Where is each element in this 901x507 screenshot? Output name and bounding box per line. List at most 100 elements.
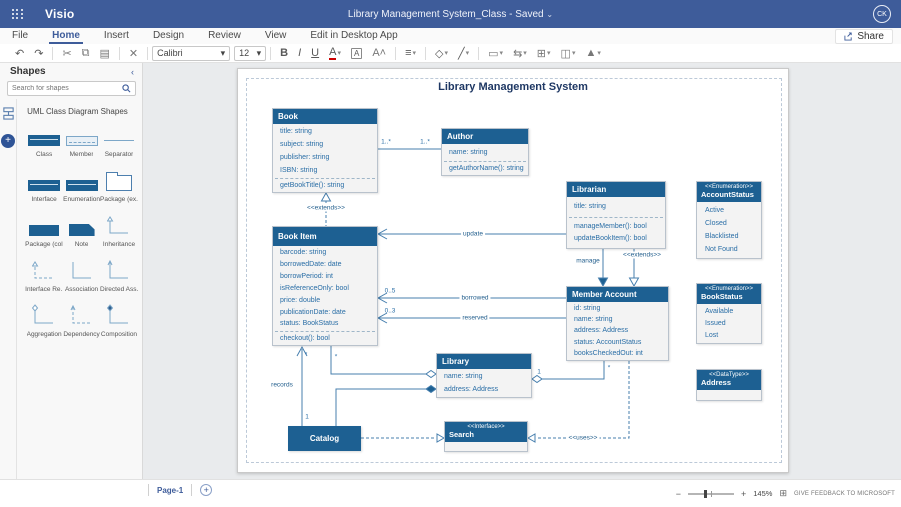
diagram-title[interactable]: Library Management System	[438, 81, 588, 93]
tab-home[interactable]: Home	[40, 28, 92, 44]
group-button[interactable]: ⊞▾	[536, 47, 551, 60]
account-avatar[interactable]: CK	[873, 5, 891, 23]
connector-library-bookitem[interactable]	[330, 346, 426, 375]
chevron-down-icon: ▾	[256, 47, 262, 58]
italic-button[interactable]: I	[298, 47, 302, 59]
arrange-button[interactable]: ◫▾	[560, 47, 576, 60]
open-arrow	[376, 312, 388, 324]
stencil-icon[interactable]	[2, 107, 15, 120]
line-icon: ╱	[458, 47, 465, 60]
shape-directed-association[interactable]: Directed Ass...	[100, 259, 138, 293]
app-launcher-icon[interactable]	[12, 8, 23, 20]
shape-interface-realization[interactable]: Interface Re...	[25, 259, 63, 293]
class-library[interactable]: Library name: string address: Address	[436, 353, 532, 398]
shape-outline-button[interactable]: ╱▾	[458, 47, 470, 60]
class-catalog[interactable]: Catalog	[288, 426, 361, 451]
shape-package-collapsed[interactable]: Package (col...	[25, 214, 63, 248]
package-collapsed-icon	[29, 225, 60, 236]
underline-button[interactable]: U	[311, 47, 320, 59]
save-status[interactable]: Saved	[515, 8, 544, 20]
connector-library-member[interactable]	[542, 361, 605, 380]
drawing-canvas[interactable]: Library Management System	[143, 63, 901, 479]
tab-review[interactable]: Review	[208, 30, 241, 41]
shape-association[interactable]: Association	[63, 259, 100, 293]
text-box-button[interactable]: A	[346, 47, 367, 59]
shapes-panel-title: Shapes	[10, 66, 46, 77]
shape-enumeration[interactable]: Enumeration	[63, 169, 100, 203]
tab-file[interactable]: File	[12, 30, 29, 41]
add-page-button[interactable]: +	[200, 484, 213, 496]
shape-dependency[interactable]: Dependency	[63, 304, 100, 338]
drawing-page[interactable]: Library Management System	[237, 68, 789, 473]
bold-button[interactable]: B	[280, 47, 289, 59]
connector-style-button[interactable]: ⇆▾	[513, 47, 527, 60]
composition-connector-icon	[107, 304, 128, 324]
zoom-in-button[interactable]: +	[741, 488, 747, 499]
zoom-slider[interactable]	[688, 489, 734, 498]
method: updateBookItem(): bool	[574, 235, 647, 243]
shape-search-box[interactable]	[7, 81, 136, 96]
shape-search-input[interactable]	[12, 85, 122, 92]
arrows-icon: ⇆	[513, 47, 523, 60]
connector-uses[interactable]	[536, 361, 630, 439]
shape-note[interactable]: Note	[63, 214, 100, 248]
enum-account-status[interactable]: <<Enumeration>> AccountStatus Active Clo…	[696, 181, 762, 259]
collapse-panel-icon[interactable]: ‹	[131, 66, 134, 77]
font-color-button[interactable]: A▾	[329, 45, 341, 60]
font-name-combobox[interactable]: Calibri ▾	[152, 45, 231, 61]
copy-button[interactable]: ⧉	[81, 46, 90, 59]
solid-arrow	[597, 277, 609, 288]
shape-package-expanded[interactable]: Package (ex...	[100, 169, 138, 203]
attribute: title: string	[574, 203, 606, 211]
tab-insert[interactable]: Insert	[103, 30, 129, 41]
shape-separator[interactable]: Separator	[100, 124, 138, 158]
grow-font-button[interactable]: A˄	[372, 47, 387, 59]
shape-member[interactable]: Member	[63, 124, 100, 158]
class-author[interactable]: Author name: string getAuthorName(): str…	[441, 128, 529, 176]
enum-book-status[interactable]: <<Enumeration>> BookStatus Available Iss…	[696, 283, 762, 344]
undo-button[interactable]: ↶	[15, 47, 25, 60]
page-tab-1[interactable]: Page-1	[157, 485, 184, 495]
interface-shape-icon	[28, 180, 61, 191]
change-shape-button[interactable]: ▭▾	[488, 47, 504, 60]
update-label: update	[461, 230, 485, 238]
document-title[interactable]: Library Management System_Class - Saved …	[0, 9, 901, 20]
tab-edit-in-desktop-app[interactable]: Edit in Desktop App	[310, 30, 398, 41]
shape-fill-button[interactable]: ◇▾	[435, 47, 448, 60]
class-librarian[interactable]: Librarian title: string manageMember(): …	[566, 181, 666, 249]
shape-inheritance[interactable]: Inheritance	[100, 214, 138, 248]
position-button[interactable]: ▲▾	[585, 47, 601, 59]
zoom-out-button[interactable]: −	[675, 488, 681, 499]
title-separator: -	[509, 8, 516, 20]
redo-button[interactable]: ↷	[34, 47, 44, 60]
tab-design[interactable]: Design	[152, 30, 185, 41]
interface-search[interactable]: <<Interface>> Search	[444, 421, 528, 452]
shape-composition[interactable]: Composition	[100, 304, 138, 338]
cut-button[interactable]: ✂	[62, 47, 72, 60]
class-book[interactable]: Book title: string subject: string publi…	[272, 108, 378, 193]
shape-aggregation[interactable]: Aggregation	[25, 304, 63, 338]
add-stencil-button[interactable]: +	[1, 134, 16, 148]
delete-button[interactable]: ✕	[128, 47, 139, 60]
zoom-level[interactable]: 145%	[753, 489, 773, 498]
align-button[interactable]: ≡▾	[405, 47, 417, 59]
class-member-account[interactable]: Member Account id: string name: string a…	[566, 286, 669, 361]
tab-view[interactable]: View	[264, 30, 287, 41]
connector-library-catalog[interactable]	[335, 388, 426, 426]
share-button[interactable]: Share	[835, 29, 893, 44]
font-size-combobox[interactable]: 12 ▾	[234, 45, 267, 61]
shape-class[interactable]: Class	[25, 124, 63, 158]
zoom-slider-knob[interactable]	[704, 489, 707, 498]
search-icon[interactable]	[122, 84, 131, 93]
multiplicity: 0..3	[384, 307, 396, 315]
paste-button[interactable]: ▤	[99, 47, 110, 60]
datatype-address[interactable]: <<DataType>> Address	[696, 369, 762, 401]
class-book-item[interactable]: Book Item barcode: string borrowedDate: …	[272, 226, 378, 346]
fit-page-icon[interactable]: ⊞	[779, 488, 787, 498]
shape-icon: ▭	[488, 47, 499, 60]
titlebar: Visio Library Management System_Class - …	[0, 0, 901, 28]
shape-interface[interactable]: Interface	[25, 169, 63, 203]
feedback-link[interactable]: GIVE FEEDBACK TO MICROSOFT	[794, 490, 895, 497]
chevron-down-icon[interactable]: ⌄	[546, 9, 554, 19]
chevron-down-icon: ▾	[220, 47, 226, 58]
